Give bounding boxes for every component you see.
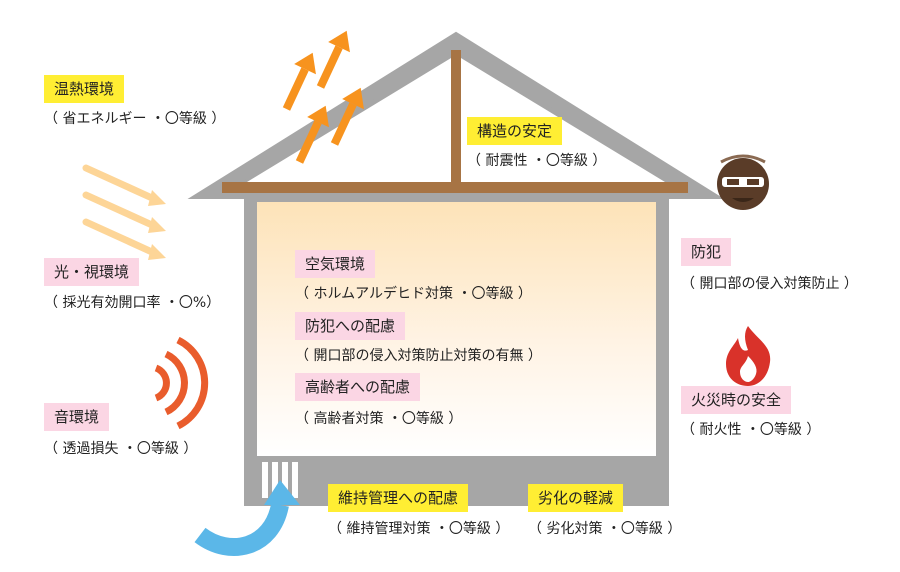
air-flow-arrow-icon: [194, 480, 300, 556]
light-rays-icon: [82, 164, 166, 260]
light-title: 光・視環境: [44, 258, 140, 286]
structure-title: 構造の安定: [467, 117, 563, 145]
roof-post: [451, 50, 461, 184]
air-detail: （ ホルムアルデヒド対策 ・〇等級 ）: [295, 286, 532, 302]
fire-title: 火災時の安全: [681, 386, 792, 414]
burglar-icon: [717, 154, 769, 210]
deterioration-detail: （ 劣化対策 ・〇等級 ）: [528, 521, 682, 537]
thermal-detail: （ 省エネルギー ・〇等級 ）: [44, 111, 226, 127]
roof: [187, 31, 725, 199]
crime-detail: （ 開口部の侵入対策防止 ）: [681, 276, 858, 292]
maintenance-detail: （ 維持管理対策 ・〇等級 ）: [328, 521, 510, 537]
deterioration-title: 劣化の軽減: [528, 484, 624, 512]
sound-detail: （ 透過損失 ・〇等級 ）: [44, 441, 198, 457]
thermal-title: 温熱環境: [44, 75, 125, 103]
crime-title: 防犯: [681, 238, 732, 266]
crime-inner-title: 防犯への配慮: [295, 312, 406, 340]
light-detail: （ 採光有効開口率 ・〇%）: [44, 295, 221, 311]
air-title: 空気環境: [295, 250, 376, 278]
crime-inner-detail: （ 開口部の侵入対策防止対策の有無 ）: [295, 348, 542, 364]
heat-arrows-icon: [282, 30, 364, 164]
sound-title: 音環境: [44, 403, 110, 431]
fire-icon: [726, 326, 771, 386]
sound-waves-icon: [154, 336, 209, 430]
elderly-detail: （ 高齢者対策 ・〇等級 ）: [295, 411, 463, 427]
roof-beam: [222, 182, 688, 193]
fire-detail: （ 耐火性 ・〇等級 ）: [681, 422, 821, 438]
elderly-title: 高齢者への配慮: [295, 373, 421, 401]
structure-detail: （ 耐震性 ・〇等級 ）: [467, 153, 607, 169]
maintenance-title: 維持管理への配慮: [328, 484, 469, 512]
